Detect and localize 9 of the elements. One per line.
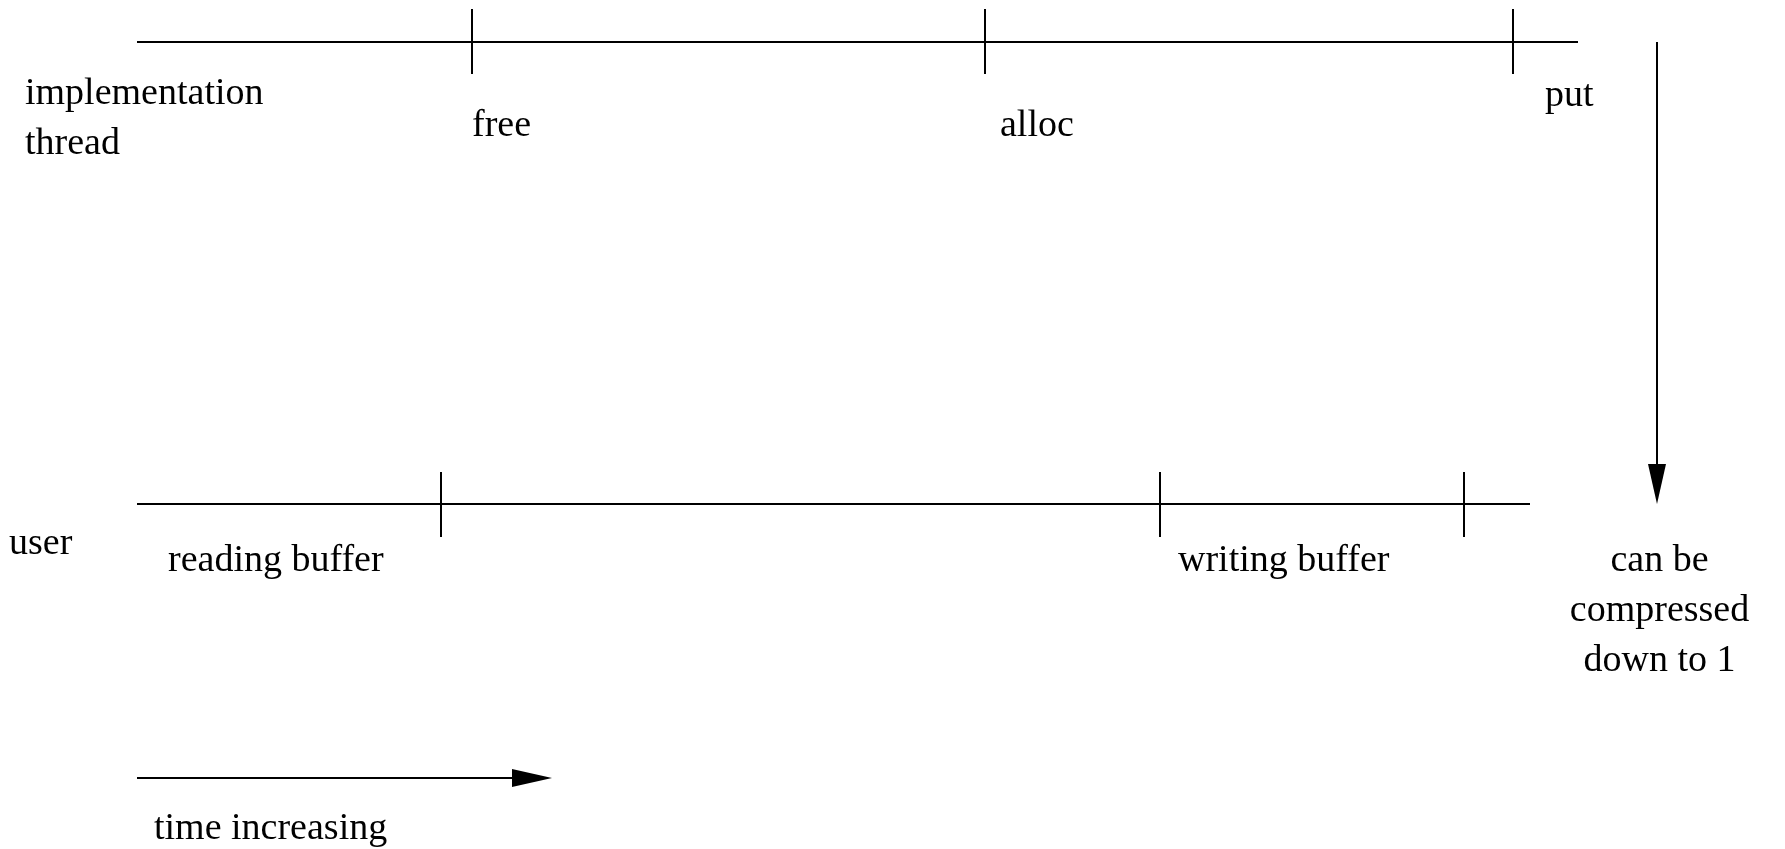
label-text: reading buffer (168, 538, 384, 578)
label-text: alloc (1000, 103, 1074, 143)
label-text: free (472, 103, 532, 143)
label-text: user (9, 521, 73, 561)
label-text: put (1545, 73, 1594, 113)
label-text: can be compressed down to 1 (1568, 536, 1751, 681)
label-text: writing buffer (1178, 538, 1390, 578)
label-text: time increasing (154, 806, 388, 846)
label-text: implementation thread (25, 69, 265, 164)
